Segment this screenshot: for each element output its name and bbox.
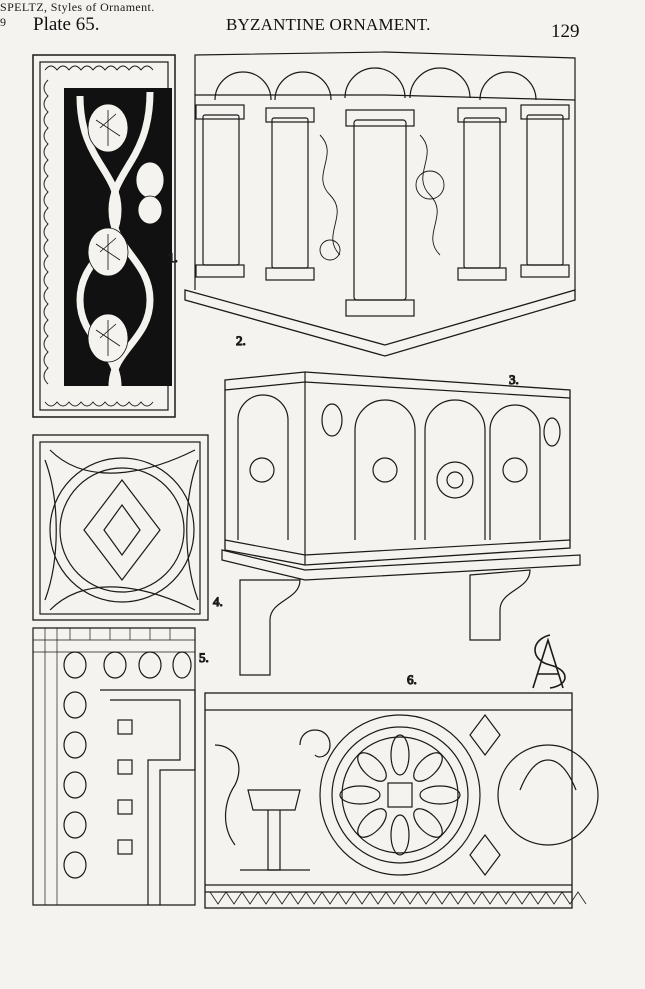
arches-front bbox=[237, 394, 541, 540]
figure-3-chest bbox=[221, 371, 581, 676]
figure-number-1: 1. bbox=[168, 250, 178, 265]
figure-1-vine-scroll-panel bbox=[32, 54, 176, 418]
footer-credit: SPELTZ, Styles of Ornament. bbox=[0, 0, 155, 14]
page-number: 129 bbox=[551, 21, 580, 42]
leaf-border bbox=[43, 65, 154, 407]
monogram-artist-mark bbox=[532, 634, 566, 689]
dentil-band bbox=[100, 689, 196, 905]
signature-number: 9 bbox=[0, 15, 6, 29]
rosette-petals bbox=[339, 734, 461, 856]
page-title: BYZANTINE ORNAMENT. bbox=[226, 15, 431, 34]
figure-number-5: 5. bbox=[199, 650, 209, 665]
figure-2-arcaded-capital bbox=[184, 51, 576, 357]
pomegranates bbox=[63, 651, 192, 879]
figure-number-6: 6. bbox=[407, 672, 417, 687]
plate-label: Plate 65. bbox=[33, 14, 100, 35]
figure-number-3: 3. bbox=[509, 372, 519, 387]
figure-4-interlace-panel bbox=[32, 434, 209, 621]
figure-6-rosette-frieze bbox=[204, 692, 599, 909]
brackets bbox=[239, 569, 531, 676]
figure-5-pomegranate-border bbox=[32, 627, 196, 906]
medallions bbox=[249, 403, 561, 499]
columns bbox=[195, 104, 570, 317]
figure-number-2: 2. bbox=[236, 333, 246, 348]
figure-number-4: 4. bbox=[213, 594, 223, 609]
